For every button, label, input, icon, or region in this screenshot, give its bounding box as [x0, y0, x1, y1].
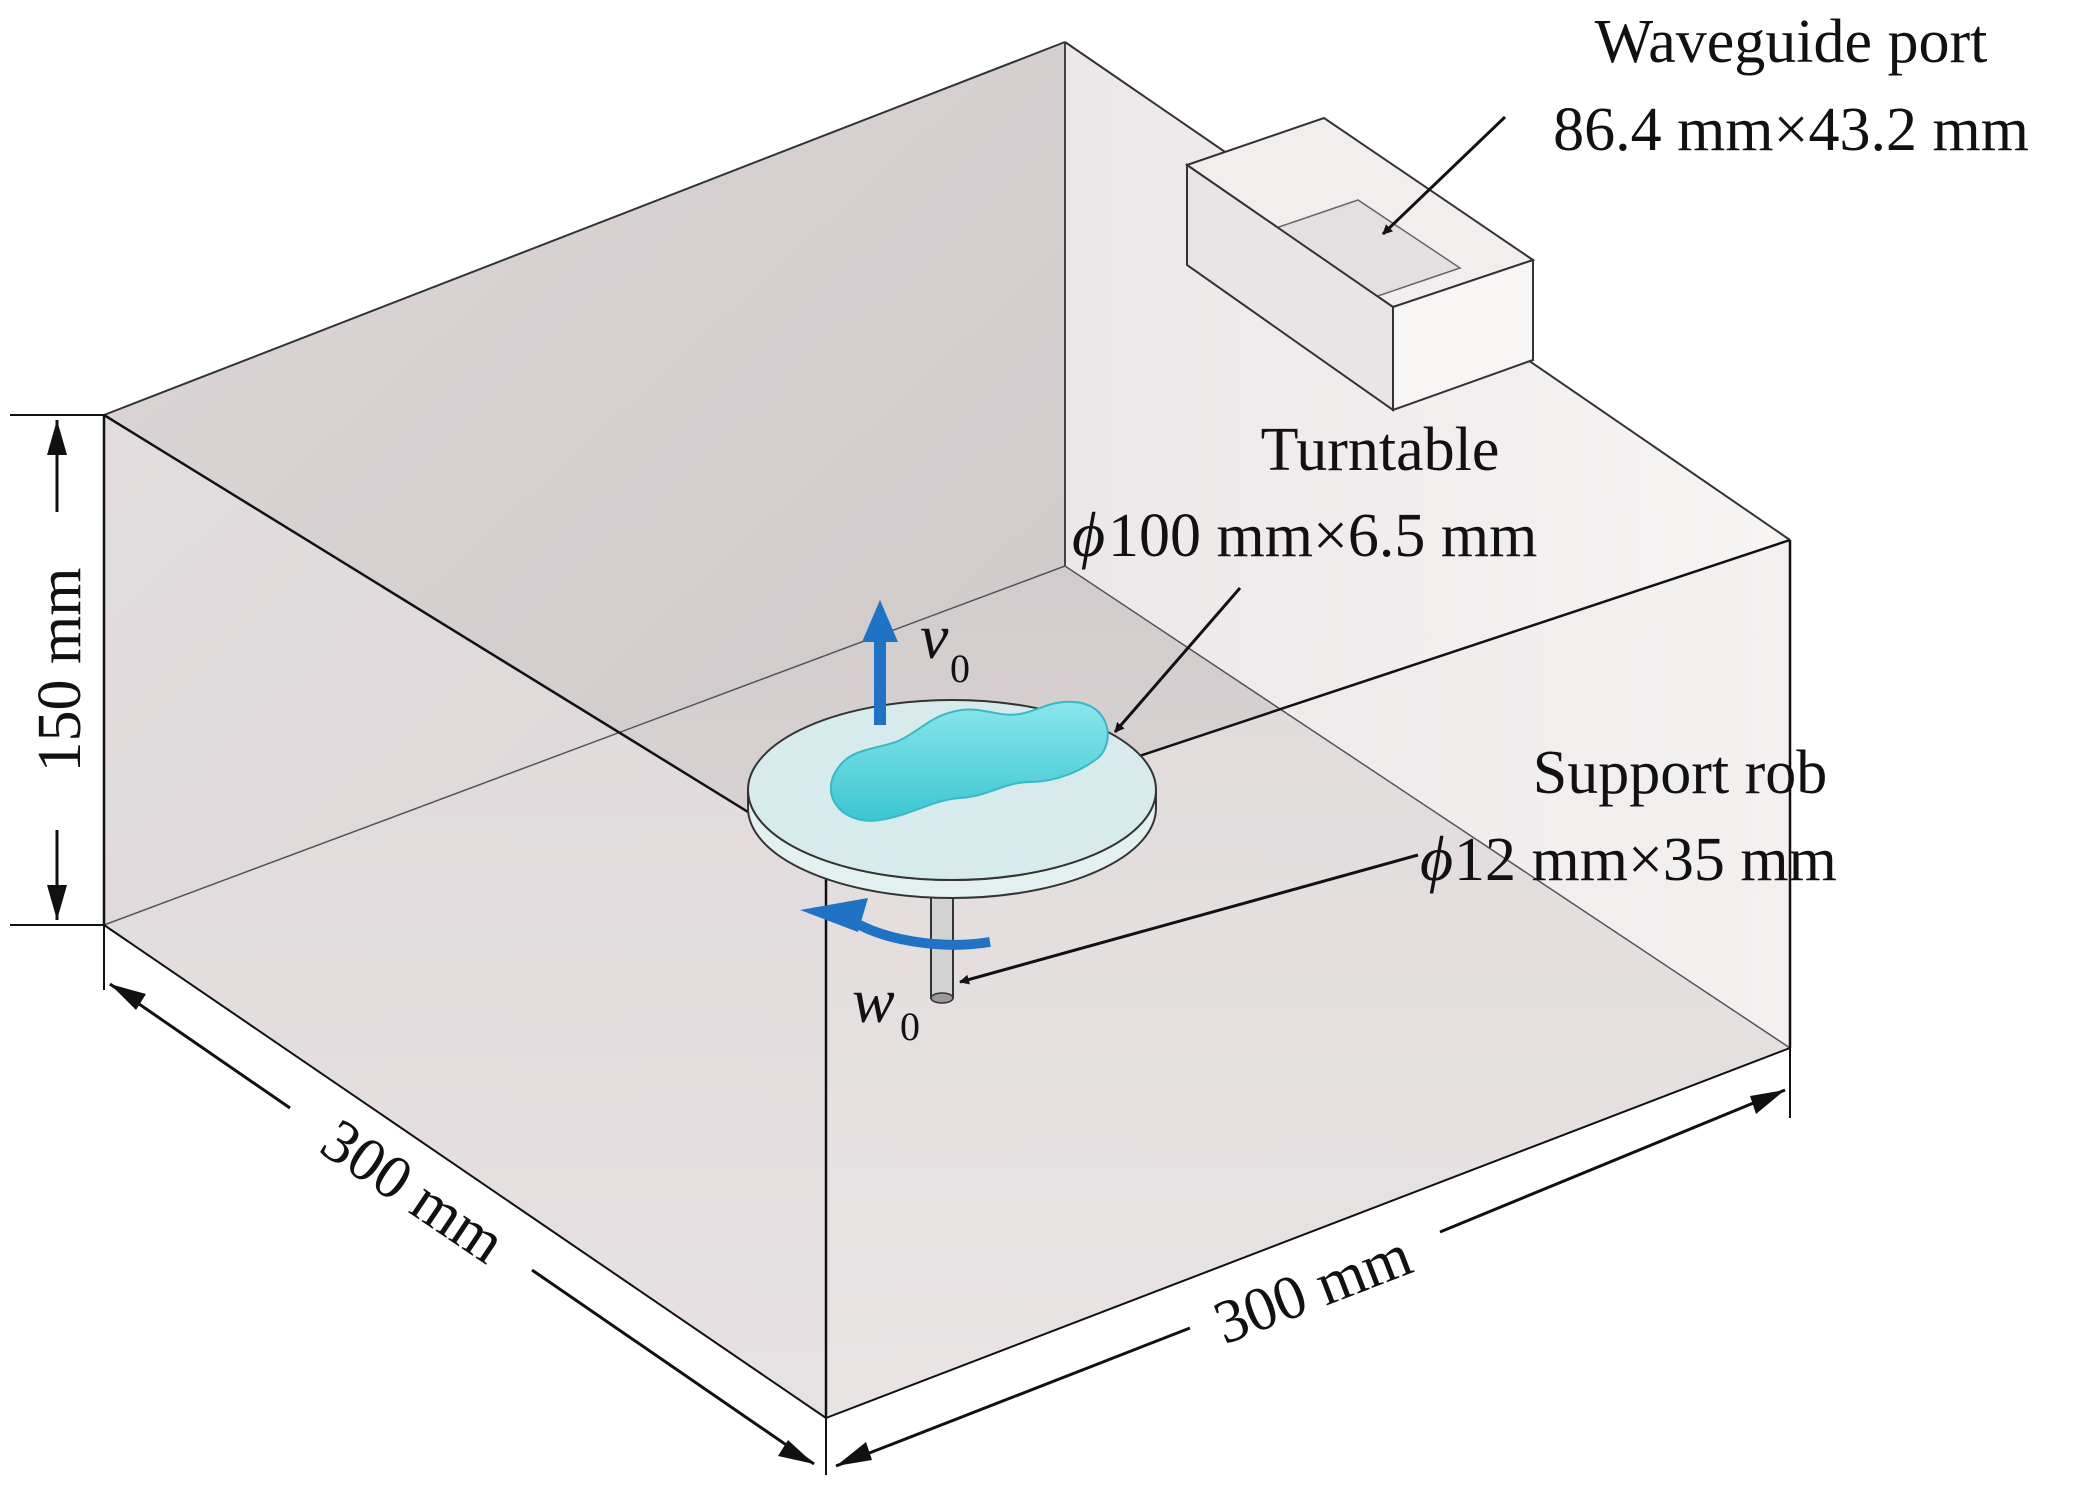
- waveguide-title: Waveguide port: [1595, 8, 1988, 76]
- bottom-left-edge: [103, 924, 827, 1419]
- load-body: [829, 700, 1109, 822]
- top-front-left-edge: [103, 413, 827, 862]
- turntable-leader: [1113, 587, 1242, 733]
- waveguide-leader: [1381, 115, 1507, 236]
- top-back-edge: [103, 41, 1066, 416]
- support-title: Support rob: [1533, 739, 1828, 807]
- support-leader: [959, 853, 1419, 985]
- support-size: 12 mm×35 mm: [1454, 826, 1837, 894]
- velocity-symbol: v: [920, 601, 949, 672]
- chamber-front-left-wall: [104, 415, 826, 1418]
- back-floor-edge-left: [103, 565, 1066, 926]
- turntable-size: 100 mm×6.5 mm: [1108, 502, 1537, 570]
- angular-velocity-subscript: 0: [900, 1004, 920, 1049]
- waveguide-size: 86.4 mm×43.2 mm: [1553, 96, 2029, 164]
- angular-velocity-symbol: w: [852, 965, 895, 1036]
- velocity-arrow: [862, 600, 898, 725]
- chamber-front-right-wall: [826, 540, 1790, 1418]
- height-dimension-label: 150 mm: [26, 568, 94, 773]
- rotation-arrow: [800, 898, 991, 950]
- turntable-phi-symbol: ϕ: [1072, 499, 1105, 570]
- back-floor-edge-right: [1064, 565, 1791, 1049]
- height-dimension: [10, 414, 104, 926]
- bottom-right-edge: [825, 1047, 1791, 1419]
- support-phi-symbol: ϕ: [1420, 823, 1453, 894]
- waveguide-port: [1184, 116, 1536, 412]
- velocity-subscript: 0: [950, 646, 970, 691]
- width-dimension-right: [835, 1048, 1791, 1468]
- width-dimension-left: [103, 925, 827, 1475]
- turntable-title: Turntable: [1261, 416, 1500, 484]
